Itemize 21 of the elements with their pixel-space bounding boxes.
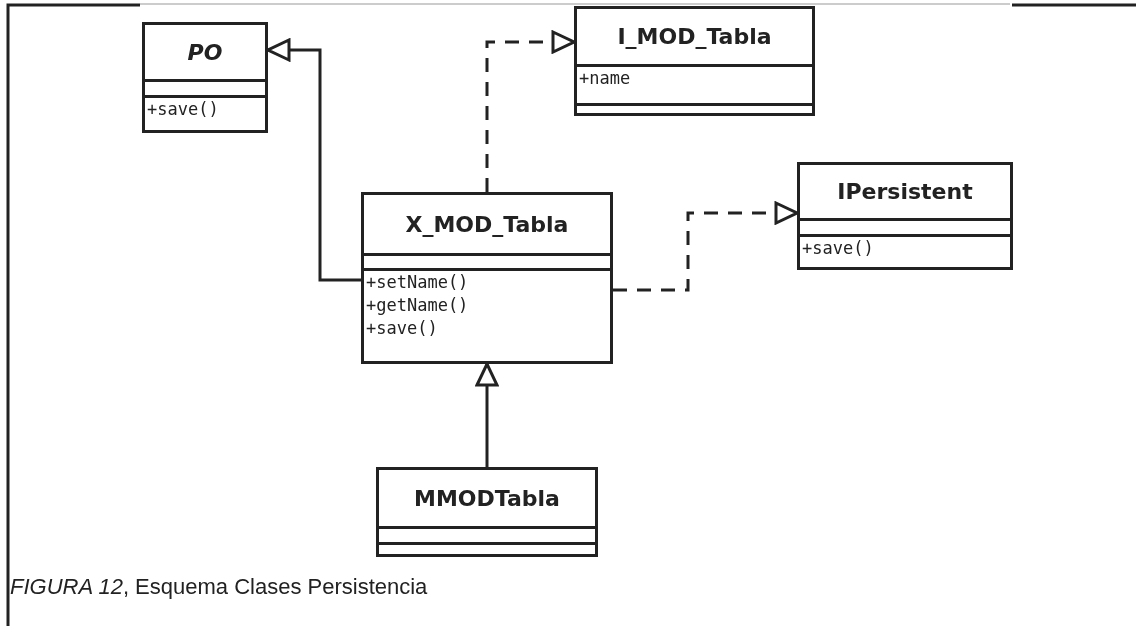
class-name: MMODTabla <box>414 485 560 511</box>
method-text: +getName() <box>365 294 470 317</box>
inheritance-arrow <box>475 362 499 467</box>
dashed-realization-arrow <box>613 201 799 292</box>
figure-caption: FIGURA 12, Esquema Clases Persistencia <box>10 574 428 600</box>
attribute-text: +name <box>578 67 632 90</box>
uml-class-box <box>797 162 1013 270</box>
method-text: +save() <box>365 317 439 340</box>
method-text: +setName() <box>365 271 470 294</box>
inheritance-arrow <box>266 38 361 282</box>
class-name: I_MOD_Tabla <box>617 24 772 49</box>
method-text: +save() <box>146 98 220 121</box>
uml-class-box <box>574 6 815 116</box>
method-text: +save() <box>801 237 875 260</box>
uml-class-box <box>376 467 598 557</box>
uml-class-box <box>142 22 268 133</box>
class-name: PO <box>187 39 223 65</box>
class-name: X_MOD_Tabla <box>405 211 569 237</box>
dashed-realization-arrow <box>485 30 576 192</box>
class-name: IPersistent <box>837 179 973 204</box>
uml-class-box <box>361 192 613 364</box>
